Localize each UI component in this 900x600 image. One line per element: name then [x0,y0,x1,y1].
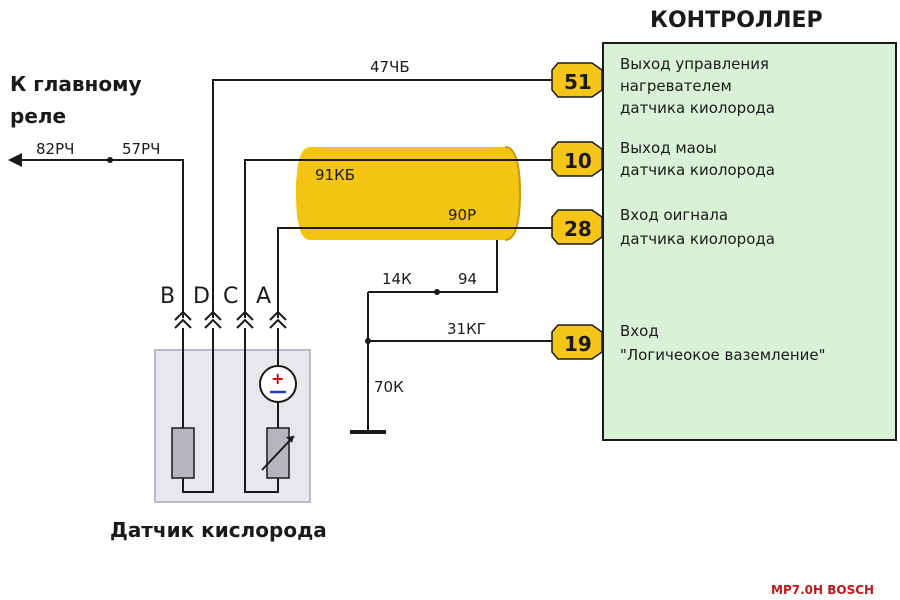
wire-91-label: 91КБ [315,166,355,184]
sensor-pin-b: B [160,284,175,309]
wire-94 [368,240,498,293]
pin51-line3: датчика киолорода [620,99,775,117]
pin51-line2: нагревателем [620,77,732,95]
wire-31-label: 31КГ [447,320,486,338]
wire-to-relay [8,153,184,318]
relay-label-line2: реле [10,104,66,128]
sensor-title: Датчик кислорода [110,518,327,542]
sensing-circuit [244,328,295,493]
svg-text:19: 19 [564,332,592,356]
wire-57-label: 57РЧ [122,140,160,158]
svg-text:10: 10 [564,149,592,173]
relay-label-line1: К главному [10,72,142,96]
voltage-source-icon: + [259,365,297,403]
wire-47-label: 47ЧБ [370,58,410,76]
pin-51-connector: 51 [551,62,603,98]
wire-14-label: 14К [382,270,412,288]
shield-cable [296,146,522,241]
controller-box [602,42,897,441]
wire-82-label: 82РЧ [36,140,74,158]
svg-text:51: 51 [564,70,592,94]
wire-94-label: 94 [458,270,477,288]
pin10-line1: Выход маоы [620,139,717,157]
heater-circuit [171,328,214,493]
pin-28-connector: 28 [551,209,603,245]
wire-90 [277,227,552,318]
pin28-line1: Вход оигнала [620,206,728,224]
sensor-pin-a: A [256,284,271,309]
sensor-pin-d: D [193,284,210,309]
wire-47 [212,79,552,318]
pin19-line1: Вход [620,322,659,340]
connector-chevrons [174,310,287,329]
pin-10-connector: 10 [551,141,603,177]
pin28-line2: датчика киолорода [620,230,775,248]
pin10-line2: датчика киолорода [620,161,775,179]
pin-19-connector: 19 [551,324,603,360]
pin51-line1: Выход управления [620,55,769,73]
controller-title: КОНТРОЛЛЕР [650,8,823,33]
wire-90-label: 90Р [448,206,476,224]
footer-label: MP7.0H BOSCH [771,583,874,597]
sensor-pin-c: C [223,284,238,309]
svg-text:+: + [271,369,284,388]
svg-text:28: 28 [564,217,592,241]
wire-91 [244,159,552,318]
wire-70-label: 70К [374,378,404,396]
pin19-line2: "Логичеокое ваземление" [620,346,826,364]
